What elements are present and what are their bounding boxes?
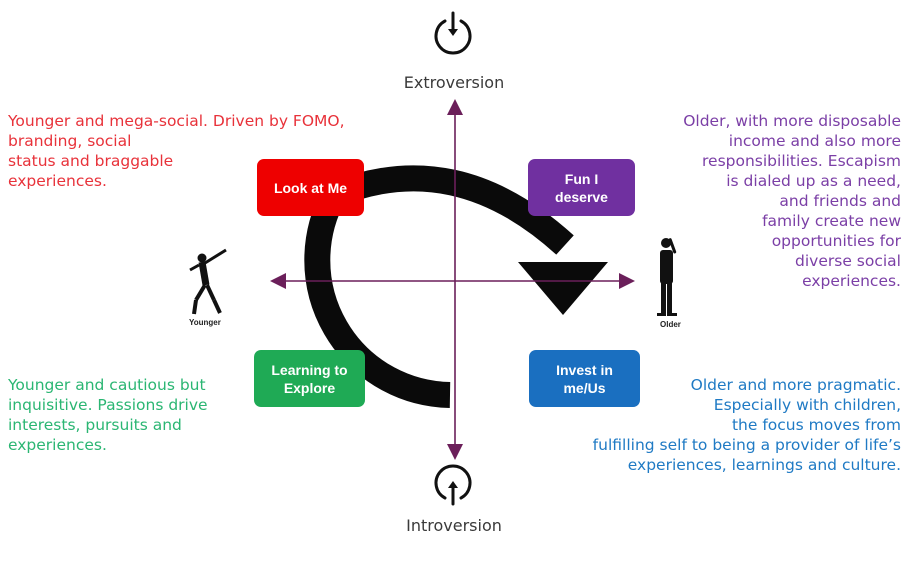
introversion-label: Introversion (406, 516, 502, 535)
power-icon (434, 11, 472, 55)
standing-man-on-phone-icon (657, 238, 677, 316)
invest-in-me-box: Invest in me/Us (529, 350, 640, 407)
older-label: Older (660, 320, 681, 329)
bottom-left-description: Younger and cautious but inquisitive. Pa… (8, 376, 208, 454)
extroversion-label: Extroversion (403, 73, 505, 92)
fun-i-deserve-box: Fun I deserve (528, 159, 635, 216)
dancing-person-icon (189, 248, 227, 315)
top-right-description: Older, with more disposable income and a… (683, 112, 901, 290)
inverted-power-icon (434, 464, 472, 506)
top-left-description: Younger and mega-social. Driven by FOMO,… (8, 112, 345, 190)
learning-to-explore-box: Learning to Explore (254, 350, 365, 407)
bottom-right-description: Older and more pragmatic. Especially wit… (592, 376, 901, 474)
younger-label: Younger (189, 318, 221, 327)
look-at-me-box: Look at Me (257, 159, 364, 216)
